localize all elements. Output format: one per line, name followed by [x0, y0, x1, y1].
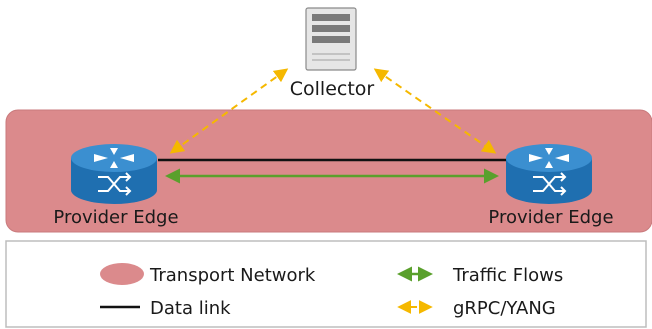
- collector-label: Collector: [290, 78, 375, 100]
- legend-traffic-flows-label: Traffic Flows: [452, 265, 563, 286]
- router-icon: [506, 144, 592, 204]
- left-router-label: Provider Edge: [53, 207, 178, 228]
- legend-transport-network-swatch: [100, 263, 144, 285]
- server-icon: [305, 7, 357, 71]
- legend-box: [5, 240, 647, 328]
- legend-transport-network-label: Transport Network: [149, 265, 316, 286]
- legend-grpc-yang-label: gRPC/YANG: [453, 298, 556, 319]
- right-router-label: Provider Edge: [488, 207, 613, 228]
- legend-data-link-label: Data link: [150, 298, 231, 319]
- router-icon: [71, 144, 157, 204]
